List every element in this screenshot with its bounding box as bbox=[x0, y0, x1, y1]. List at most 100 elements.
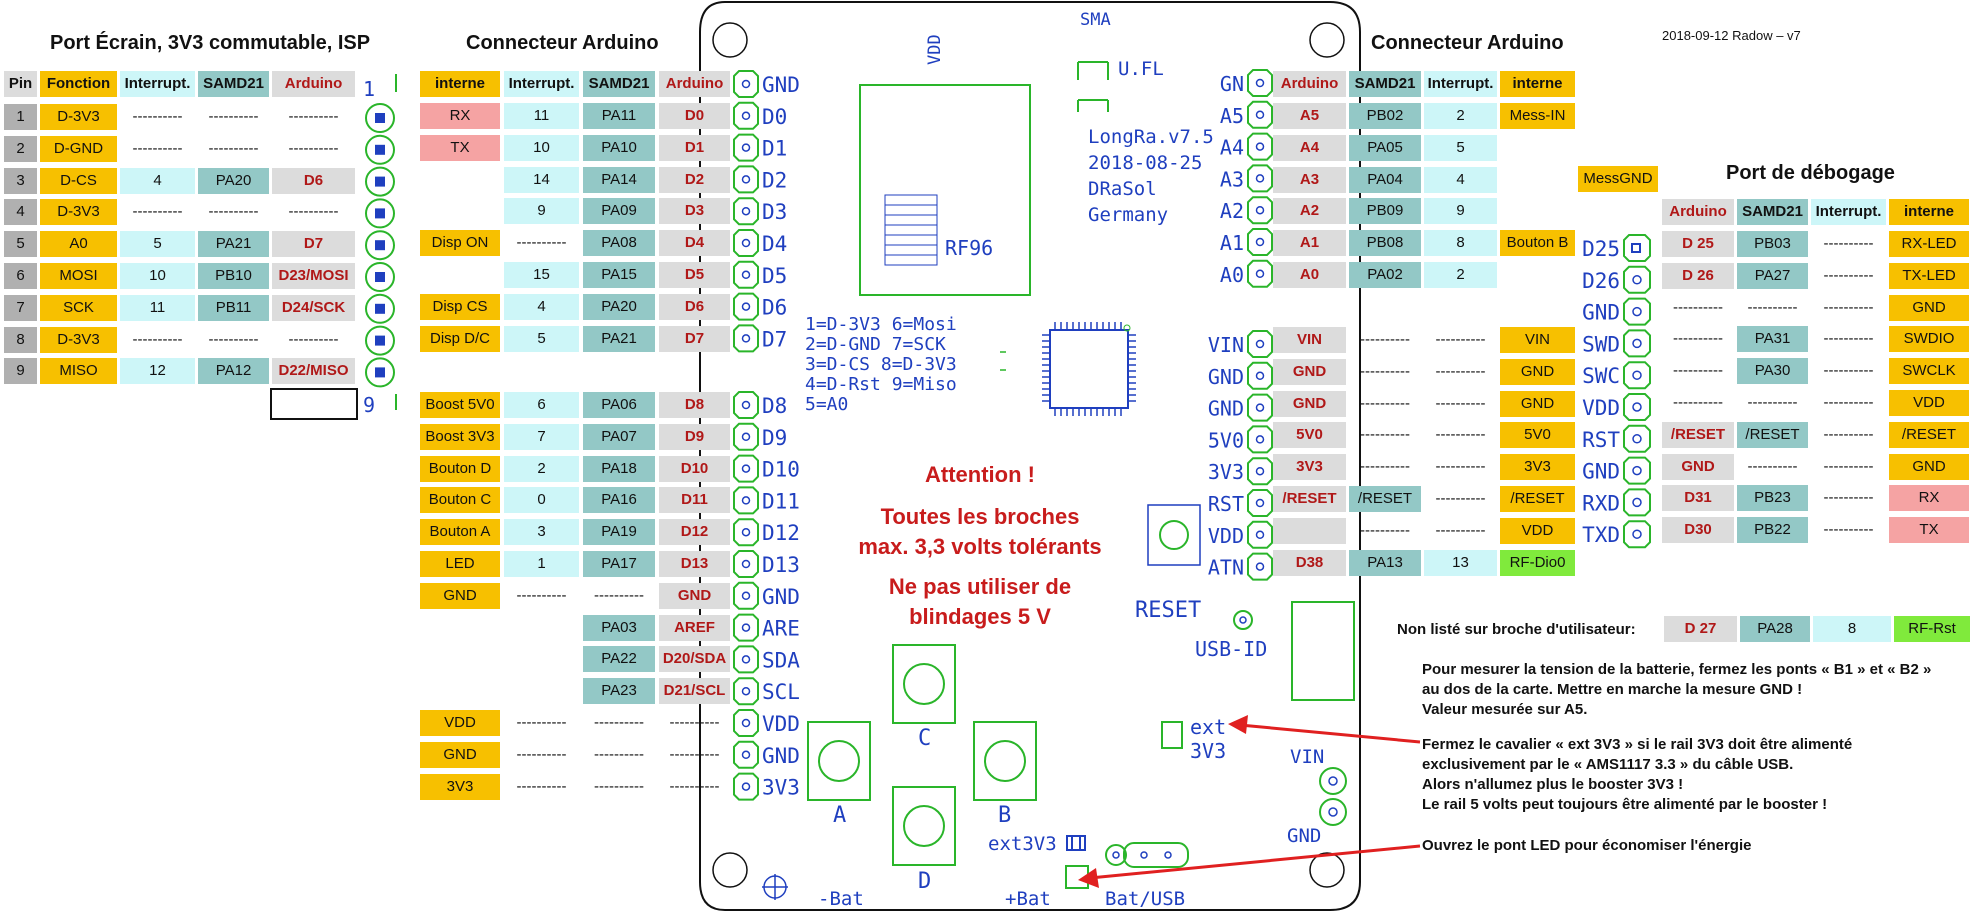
note-battery-2: au dos de la carte. Mettre en marche la … bbox=[1422, 681, 1803, 698]
right-top-pin-0 bbox=[1247, 69, 1273, 97]
debug-conn-label-2: GND bbox=[1582, 301, 1620, 325]
mid-row-7-col-2: PA20 bbox=[583, 293, 655, 320]
right-row-11-col-3: 3V3 bbox=[1500, 454, 1575, 481]
mid-row-2-col-1: 10 bbox=[504, 134, 579, 161]
right-top-label-4: A2 bbox=[1220, 199, 1244, 223]
mid-row-1-col-1: 11 bbox=[504, 103, 579, 129]
right-row-5-col-2: 8 bbox=[1424, 230, 1497, 257]
right-row-1-col-3: Mess-IN bbox=[1500, 103, 1575, 129]
right-row-7-col-0: VIN bbox=[1273, 327, 1346, 353]
left-row-2-col-2: ---------- bbox=[132, 139, 183, 157]
right-row-9-col-1: ---------- bbox=[1360, 394, 1410, 412]
vdd-label: VDD bbox=[925, 34, 945, 65]
right-bottom-pin-2 bbox=[1247, 393, 1273, 422]
right-top-label-6: A0 bbox=[1220, 263, 1244, 287]
debug-row-2-col-2: ---------- bbox=[1823, 266, 1874, 284]
button-b-label: B bbox=[998, 803, 1011, 828]
right-row-8-col-3: GND bbox=[1500, 358, 1575, 385]
mid-conn-pin-14 bbox=[733, 550, 759, 578]
left-row-9-col-3: PA12 bbox=[198, 358, 269, 385]
left-conn-pin-5 bbox=[365, 262, 395, 292]
left-row-7-col-3: PB11 bbox=[198, 294, 269, 321]
debug-row-4-col-3: SWDIO bbox=[1889, 326, 1969, 353]
ext3v3-jumper bbox=[1161, 721, 1183, 749]
right-row-2-col-2: 5 bbox=[1424, 134, 1497, 161]
mid-row-21-col-3: ---------- bbox=[669, 777, 720, 795]
board-info-2: 2018-08-25 bbox=[1088, 152, 1202, 174]
left-row-4-col-0: 4 bbox=[4, 199, 37, 226]
note-ext3v3: Fermez le cavalier « ext 3V3 » si le rai… bbox=[1422, 735, 1852, 815]
right-top-label-1: A5 bbox=[1220, 104, 1244, 128]
left-conn-pin-0 bbox=[365, 103, 395, 133]
debug-row-8-col-2: ---------- bbox=[1823, 457, 1874, 475]
mid-header-1: Interrupt. bbox=[504, 71, 579, 97]
mid-row-14-col-1: 1 bbox=[504, 551, 579, 577]
mid-row-6-col-2: PA15 bbox=[583, 262, 655, 288]
button-d-icon bbox=[892, 786, 956, 866]
left-row-8-col-2: ---------- bbox=[132, 330, 183, 348]
pinmap-4: 4=D-Rst 9=Miso bbox=[805, 374, 957, 395]
left-row-6-col-3: PB10 bbox=[198, 263, 269, 289]
mid-conn-pin-7 bbox=[733, 292, 759, 321]
mid-row-16-col-2: PA03 bbox=[583, 614, 655, 641]
left-conn-first: 1 bbox=[363, 77, 375, 101]
right-row-13-col-3: VDD bbox=[1500, 517, 1575, 544]
left-row-3-col-2: 4 bbox=[120, 167, 195, 194]
right-top-pin-3 bbox=[1247, 164, 1273, 193]
mid-row-12-col-3: D11 bbox=[659, 487, 730, 514]
mid-conn-label-4: D3 bbox=[762, 200, 787, 224]
left-row-5-col-4: D7 bbox=[272, 231, 355, 258]
right-header-3: interne bbox=[1500, 71, 1575, 97]
left-row-3-col-0: 3 bbox=[4, 167, 37, 194]
board-info-1: LongRa.v7.5 bbox=[1088, 126, 1214, 148]
mid-conn-label-14: D13 bbox=[762, 553, 800, 577]
right-row-6-col-0: A0 bbox=[1273, 262, 1346, 288]
sma-label: SMA bbox=[1080, 10, 1111, 30]
debug-conn-label-4: SWC bbox=[1582, 364, 1620, 388]
mid-row-19-col-0: VDD bbox=[420, 710, 500, 736]
mid-row-16-col-3: AREF bbox=[659, 614, 730, 641]
debug-row-4-col-0: ---------- bbox=[1673, 330, 1723, 348]
debug-conn-pin-4 bbox=[1623, 361, 1651, 390]
mid-row-7-col-3: D6 bbox=[659, 293, 730, 320]
debug-header-2: Interrupt. bbox=[1811, 199, 1886, 225]
version-label: 2018-09-12 Radow – v7 bbox=[1662, 28, 1801, 43]
debug-conn-pin-5 bbox=[1623, 393, 1651, 421]
mid-row-4-col-2: PA09 bbox=[583, 198, 655, 225]
mid-row-14-col-2: PA17 bbox=[583, 551, 655, 577]
warning-line-2: Toutes les broches bbox=[880, 504, 1080, 529]
left-row-8-col-3: ---------- bbox=[208, 330, 259, 348]
mid-row-10-col-0: Boost 3V3 bbox=[420, 423, 500, 450]
debug-row-3-col-3: GND bbox=[1889, 294, 1969, 321]
right-row-8-col-1: ---------- bbox=[1360, 362, 1410, 380]
debug-row-7-col-2: ---------- bbox=[1823, 425, 1874, 443]
mid-conn-pin-20 bbox=[733, 740, 759, 769]
mid-header-0: interne bbox=[420, 71, 500, 97]
mid-conn-label-5: D4 bbox=[762, 232, 787, 256]
mid-conn-label-19: VDD bbox=[762, 712, 800, 736]
mid-row-9-col-3: D8 bbox=[659, 392, 730, 418]
right-row-9-col-2: ---------- bbox=[1435, 394, 1486, 412]
mid-title: Connecteur Arduino bbox=[466, 32, 659, 54]
right-row-3-col-1: PA04 bbox=[1349, 166, 1421, 193]
left-header-2: Interrupt. bbox=[120, 71, 195, 97]
button-d-label: D bbox=[918, 869, 931, 894]
left-conn-last: 9 bbox=[363, 393, 375, 417]
debug-row-3-col-0: ---------- bbox=[1673, 298, 1723, 316]
debug-row-9-col-0: D31 bbox=[1662, 485, 1734, 512]
mid-conn-pin-17 bbox=[733, 645, 759, 674]
usbid-label: USB-ID bbox=[1195, 637, 1267, 661]
debug-conn-label-3: SWD bbox=[1582, 332, 1620, 356]
mid-conn-pin-21 bbox=[733, 772, 759, 801]
right-row-6-col-1: PA02 bbox=[1349, 262, 1421, 288]
left-row-1-col-1: D-3V3 bbox=[40, 104, 117, 130]
mid-row-21-col-1: ---------- bbox=[516, 777, 567, 795]
mid-row-5-col-1: ---------- bbox=[516, 234, 567, 252]
mid-conn-pin-11 bbox=[733, 454, 759, 483]
right-row-12-col-3: /RESET bbox=[1500, 486, 1575, 512]
rf96-label: RF96 bbox=[945, 236, 993, 260]
debug-conn-pin-0 bbox=[1623, 234, 1651, 262]
mid-row-8-col-3: D7 bbox=[659, 325, 730, 352]
left-row-6-col-0: 6 bbox=[4, 263, 37, 289]
debug-row-5-col-0: ---------- bbox=[1673, 362, 1723, 380]
